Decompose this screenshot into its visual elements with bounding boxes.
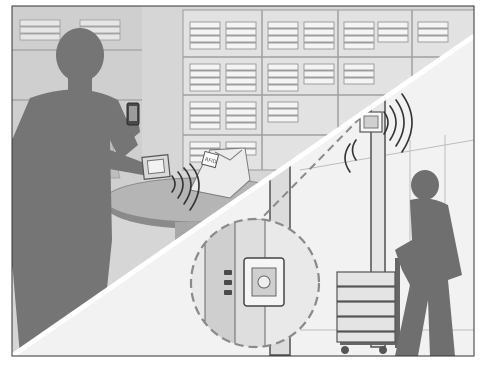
rfid-reader-icon (142, 155, 170, 180)
smartphone-icon (127, 103, 139, 125)
